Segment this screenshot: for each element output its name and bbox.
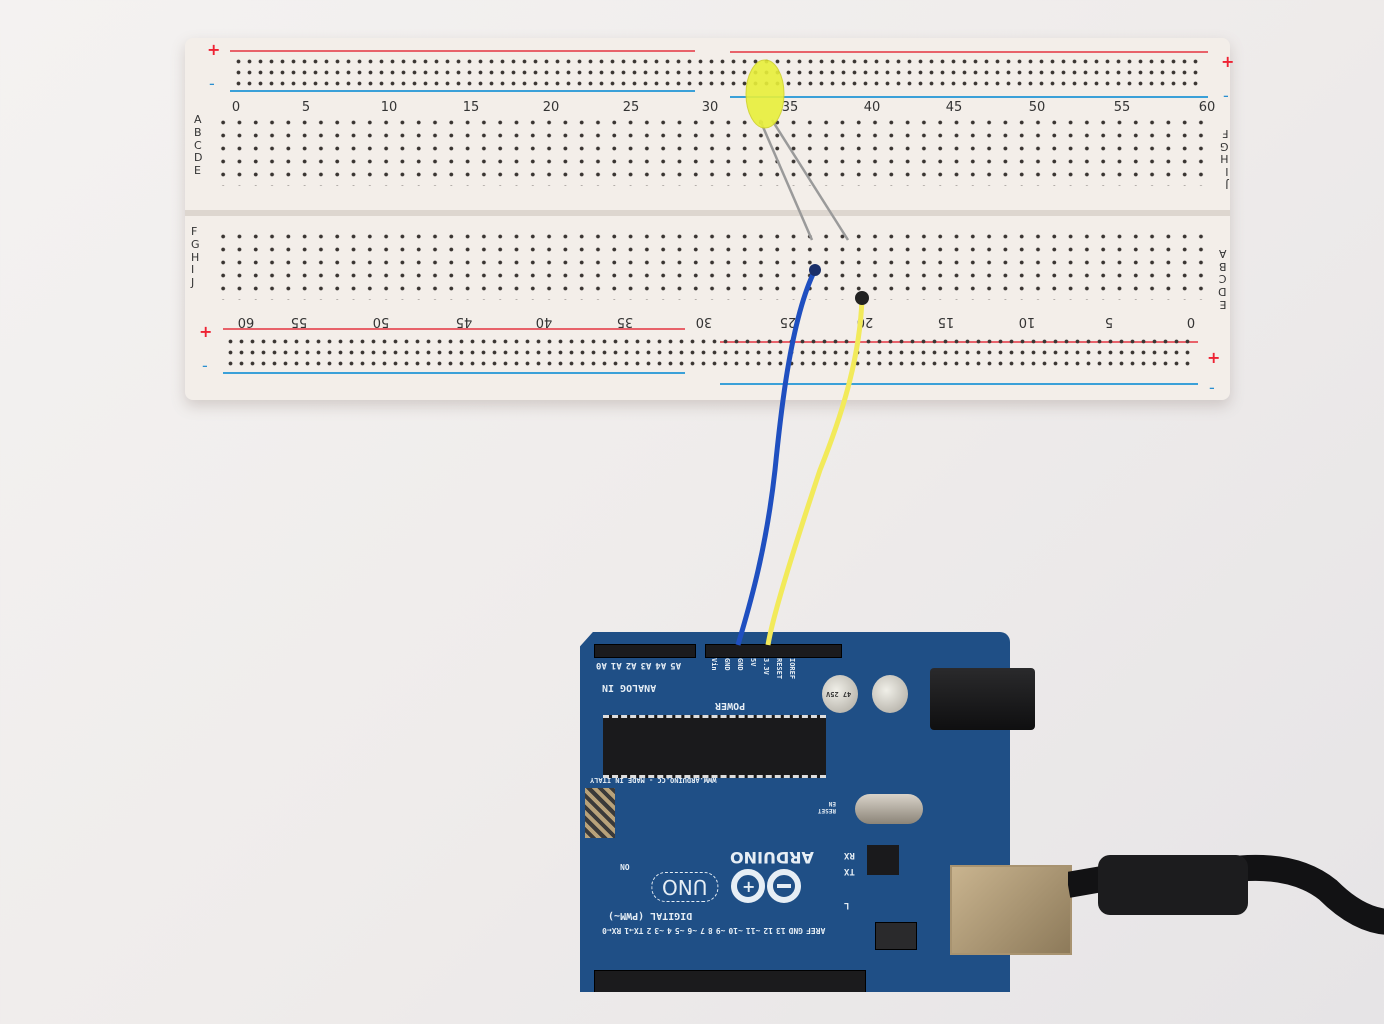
plus-sign: + xyxy=(199,322,213,341)
power-header xyxy=(705,644,842,658)
top-positive-rail-line xyxy=(730,51,1208,53)
usb-b-port xyxy=(950,865,1072,955)
column-number: 15 xyxy=(462,100,480,115)
center-channel xyxy=(185,210,1230,216)
bottom-positive-rail-line xyxy=(223,328,685,330)
top-negative-rail-line xyxy=(730,96,1208,98)
icsp-header-left xyxy=(585,788,615,838)
dc-power-jack xyxy=(930,668,1035,730)
column-number: 55 xyxy=(1113,100,1131,115)
capacitor xyxy=(872,675,908,713)
led-body xyxy=(745,59,785,129)
yellow-wire-end xyxy=(855,291,869,305)
plus-sign: + xyxy=(207,40,221,59)
row-letter: E xyxy=(194,164,201,178)
blue-wire-end xyxy=(809,264,821,276)
minus-sign: - xyxy=(202,356,208,375)
row-letter: G xyxy=(191,237,200,251)
pin-label: GND xyxy=(723,658,731,671)
row-letter: J xyxy=(191,276,195,290)
column-number: 0 xyxy=(231,100,241,115)
lower-terminal-holes xyxy=(215,230,1215,300)
bottom-negative-rail-line xyxy=(720,383,1198,385)
top-rail-holes xyxy=(233,56,1203,88)
column-number: 25 xyxy=(622,100,640,115)
breadboard: + - + - 0 5 10 15 20 25 30 35 40 45 50 5… xyxy=(185,38,1234,400)
row-letter: I xyxy=(191,263,195,277)
column-number: 30 xyxy=(701,100,719,115)
upper-terminal-holes xyxy=(215,116,1215,186)
capacitor xyxy=(822,675,858,713)
column-number: 60 xyxy=(1198,100,1216,115)
pin-label: 5V xyxy=(749,658,757,667)
row-letter: D xyxy=(194,151,203,165)
column-number: 10 xyxy=(380,100,398,115)
pin-label: IOREF xyxy=(788,658,796,680)
led-leg-cathode xyxy=(758,119,814,241)
pin-label: 3.3V xyxy=(762,658,770,675)
bottom-rail-holes xyxy=(225,336,1195,368)
plus-sign: + xyxy=(1221,52,1235,71)
svg-text:+: + xyxy=(742,877,755,896)
top-column-numbers: 0 5 10 15 20 25 30 35 40 45 50 55 60 xyxy=(185,100,1230,116)
arduino-logo-icon: + xyxy=(730,868,804,904)
pin-label: GND xyxy=(736,658,744,671)
column-number: 20 xyxy=(542,100,560,115)
bottom-negative-rail-line xyxy=(223,372,685,374)
top-positive-rail-line xyxy=(230,50,695,52)
row-letter: H xyxy=(191,250,200,264)
row-letter: F xyxy=(191,225,198,238)
minus-sign: - xyxy=(209,74,215,93)
crystal xyxy=(855,794,923,824)
column-number: 35 xyxy=(781,100,799,115)
usb-cable xyxy=(1065,850,1384,950)
pin-label: RESET xyxy=(775,658,783,680)
row-letter: C xyxy=(194,138,202,152)
minus-sign: - xyxy=(1223,86,1229,105)
column-number: 5 xyxy=(301,100,311,115)
led-leg-anode xyxy=(770,119,850,241)
digital-header xyxy=(594,970,866,992)
row-letter: A xyxy=(194,113,202,126)
column-number: 45 xyxy=(945,100,963,115)
power-pin-labels: Vin GND GND 5V 3.3V RESET IOREF xyxy=(708,658,797,679)
usb-chip xyxy=(867,845,899,875)
pin-label: Vin xyxy=(710,658,718,671)
column-number: 50 xyxy=(1028,100,1046,115)
minus-sign: - xyxy=(1209,378,1215,397)
blue-wire xyxy=(735,268,818,646)
column-number: 40 xyxy=(863,100,881,115)
atmega-chip xyxy=(603,715,826,778)
lower-row-letters-left: F G H I J xyxy=(191,225,200,290)
row-letter: B xyxy=(194,125,202,139)
icsp-header xyxy=(875,922,917,950)
top-negative-rail-line xyxy=(230,90,695,92)
upper-row-letters-left: A B C D E xyxy=(194,113,203,178)
analog-header xyxy=(594,644,696,658)
plus-sign: + xyxy=(1207,348,1221,367)
yellow-wire xyxy=(765,297,865,646)
